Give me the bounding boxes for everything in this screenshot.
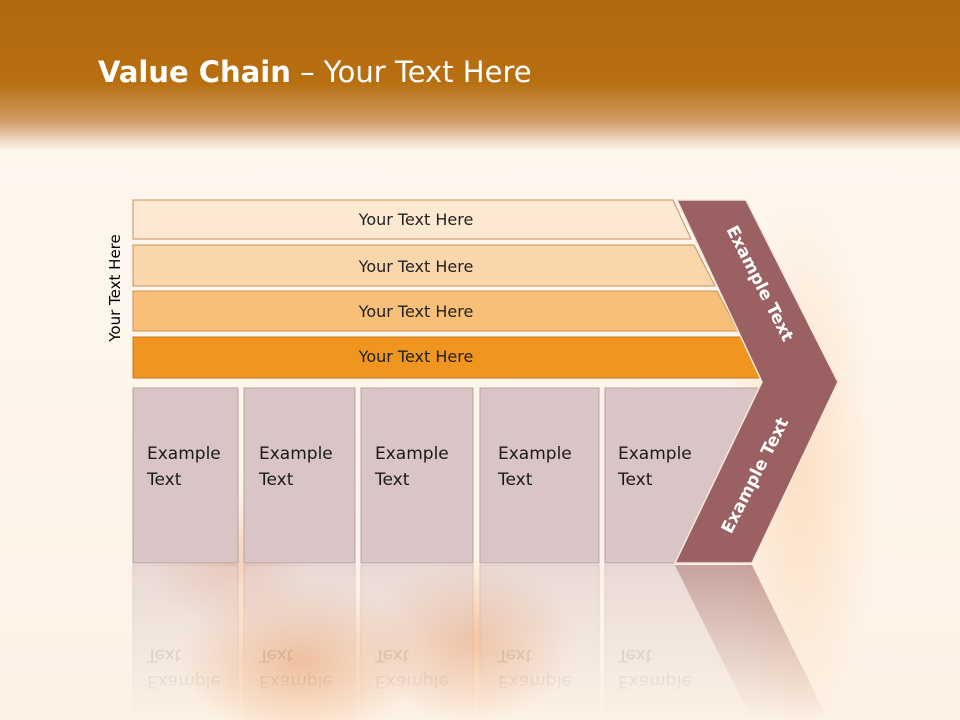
bar-1[interactable] <box>132 199 692 240</box>
reflection-text: Text <box>146 645 182 665</box>
bar-1-label: Your Text Here <box>358 210 474 229</box>
reflection-text: Text <box>497 645 533 665</box>
box-2-line1: Example <box>259 444 333 464</box>
box-2-line2: Text <box>258 470 294 490</box>
box-4-line2: Text <box>497 470 533 490</box>
slide-title: Value Chain – Your Text Here <box>98 55 532 89</box>
reflection-text: Text <box>258 645 294 665</box>
bar-2[interactable] <box>132 244 716 287</box>
reflection-text: Example <box>498 671 572 691</box>
activity-box-1[interactable] <box>132 387 239 564</box>
activity-box-4[interactable] <box>479 387 600 564</box>
box-4-line1: Example <box>498 444 572 464</box>
reflection-text: Example <box>375 671 449 691</box>
bar-2-label: Your Text Here <box>358 257 474 276</box>
title-bold: Value Chain <box>98 55 291 89</box>
bar-3-label: Your Text Here <box>358 302 474 321</box>
reflection-text: Text <box>617 645 653 665</box>
title-rest: – Your Text Here <box>290 55 532 89</box>
reflection-text: Example <box>259 671 333 691</box>
box-5-line1: Example <box>618 444 692 464</box>
header-band <box>0 0 960 150</box>
box-3-line2: Text <box>374 470 410 490</box>
activity-box-2[interactable] <box>243 387 356 564</box>
reflection-text: Example <box>618 671 692 691</box>
box-1-line1: Example <box>147 444 221 464</box>
bar-4-label: Your Text Here <box>358 347 474 366</box>
box-3-line1: Example <box>375 444 449 464</box>
activity-box-3[interactable] <box>360 387 474 564</box>
reflection-text: Text <box>374 645 410 665</box>
box-1-line2: Text <box>146 470 182 490</box>
margin-chevron[interactable] <box>673 199 839 564</box>
reflection: Example Text Example Text Example Text E… <box>132 564 829 720</box>
reflection-text: Example <box>147 671 221 691</box>
box-5-line2: Text <box>617 470 653 490</box>
